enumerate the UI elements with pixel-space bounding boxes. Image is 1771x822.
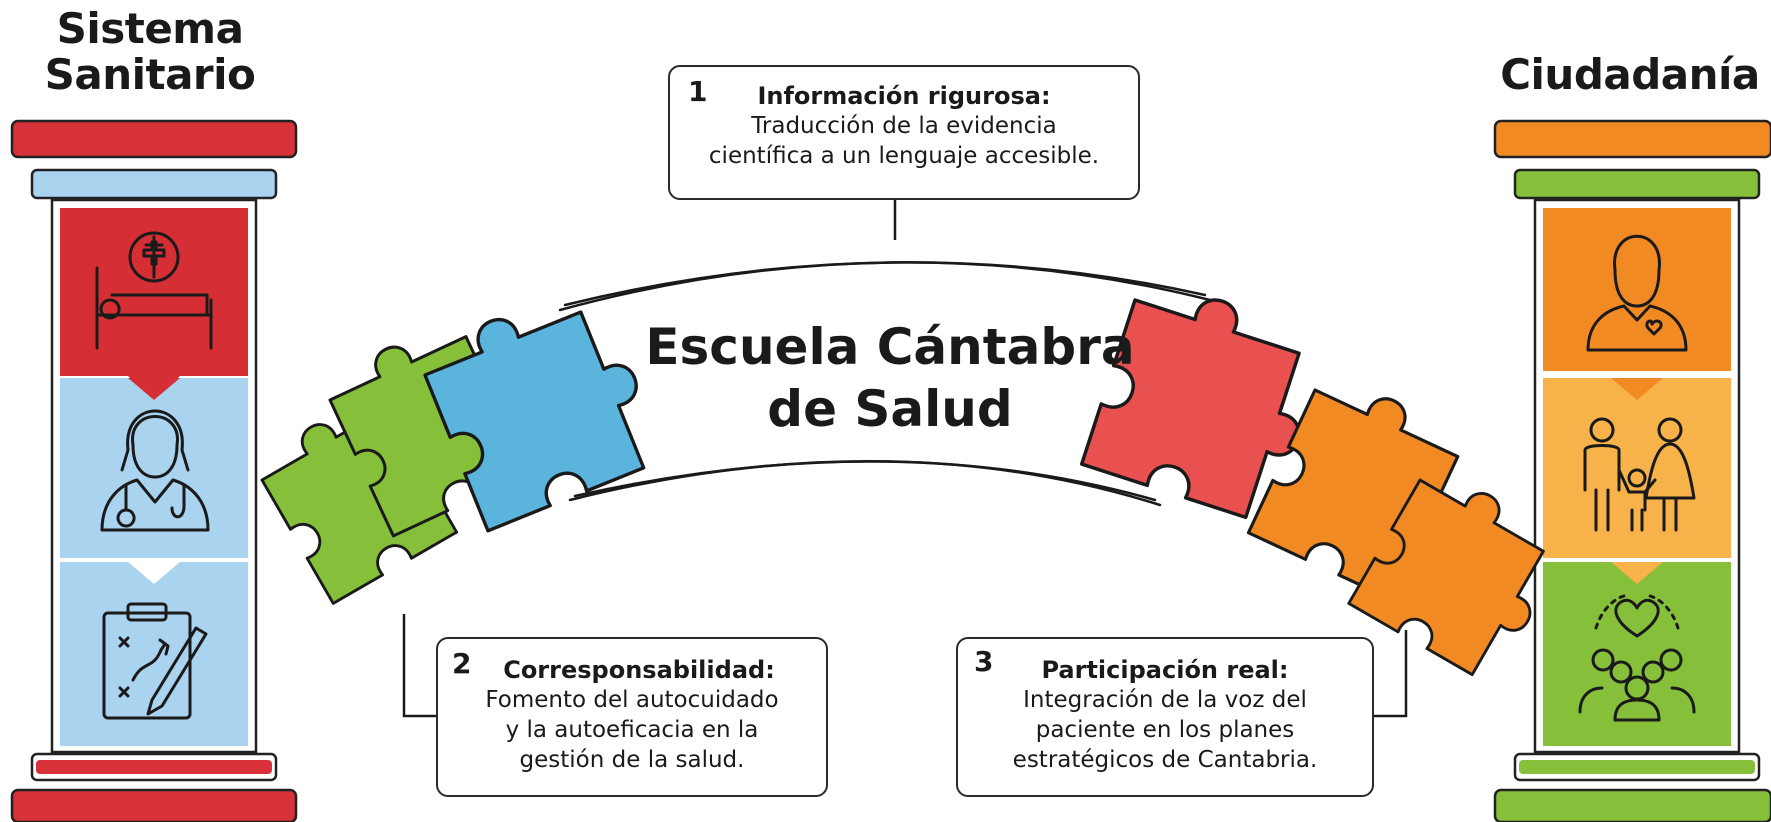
- callout-3-heading: Participación real:: [1041, 656, 1289, 684]
- callout-1-body: Traducción de la evidencia científica a …: [708, 113, 1100, 169]
- hospital-bed-icon: [95, 231, 213, 350]
- doctor-icon: [100, 409, 210, 532]
- right-pillar-title: Ciudadanía: [1500, 50, 1760, 99]
- callout-1-number: 1: [688, 75, 708, 108]
- callout-3-number: 3: [974, 645, 994, 678]
- callout-2-body: Fomento del autocuidado y la autoeficaci…: [485, 687, 779, 773]
- callout-3: 3 Participación real: Integración de la …: [956, 637, 1374, 797]
- bridge-arches: [558, 261, 1212, 507]
- left-panel-mid: [60, 378, 248, 558]
- callout-connectors: [402, 200, 1408, 718]
- right-panel-bot: [1543, 562, 1731, 746]
- strategy-clipboard-icon: [102, 602, 208, 720]
- family-icon: [1583, 417, 1696, 532]
- right-panel-mid: [1543, 378, 1731, 558]
- patient-heart-icon: [1586, 234, 1688, 352]
- callout-2-number: 2: [452, 647, 472, 680]
- left-pillar: [10, 119, 298, 822]
- callout-3-body: Integración de la voz del paciente en lo…: [1012, 687, 1318, 773]
- right-pillar: [1493, 119, 1771, 822]
- right-panel-top: [1543, 208, 1731, 371]
- left-panel-bot: [60, 562, 248, 746]
- callout-1: 1 Información rigurosa: Traducción de la…: [668, 65, 1140, 200]
- left-panel-top: [60, 208, 248, 371]
- left-pillar-title: Sistema Sanitario: [44, 4, 256, 99]
- callout-1-heading: Información rigurosa:: [757, 82, 1051, 110]
- community-heart-icon: [1578, 594, 1696, 722]
- bridge-title: Escuela Cántabra de Salud: [645, 318, 1135, 438]
- callout-2: 2 Corresponsabilidad: Fomento del autocu…: [436, 637, 828, 797]
- callout-2-heading: Corresponsabilidad:: [503, 656, 775, 684]
